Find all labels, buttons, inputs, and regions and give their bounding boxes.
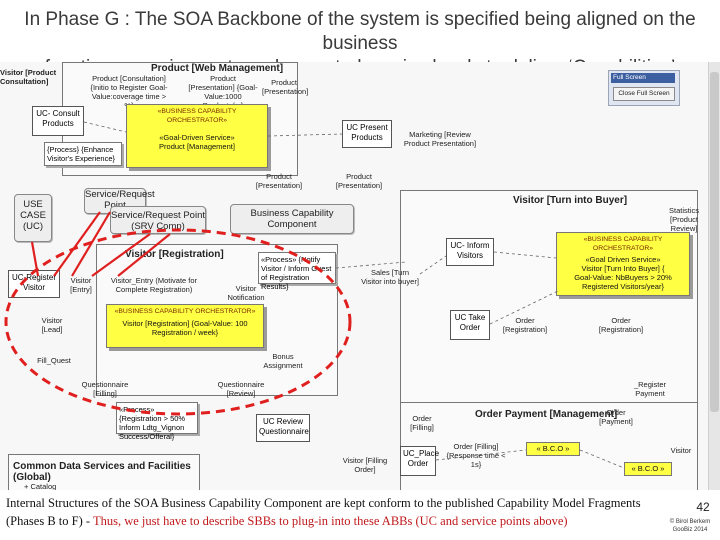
callout-arrows bbox=[30, 211, 171, 277]
catalog-node[interactable]: + Catalog bbox=[24, 482, 57, 490]
note-process-1: {Process} {Enhance Visitor's Experience} bbox=[44, 142, 122, 166]
caption-part-2: Thus, we just have to describe SBBs to p… bbox=[92, 514, 568, 528]
order-payment-node[interactable]: Order [Payment] bbox=[599, 408, 633, 426]
capability-product-management[interactable]: «BUSINESS CAPABILITY ORCHESTRATOR» «Goal… bbox=[126, 104, 268, 168]
package-product-web-title: Product [Web Management] bbox=[151, 63, 284, 74]
caption-part-1: Internal Structures of the SOA Business … bbox=[6, 496, 641, 528]
visitor-notification-node[interactable]: Visitor Notification bbox=[227, 284, 265, 302]
package-visitor-buyer-title: Visitor [Turn into Buyer] bbox=[513, 195, 628, 206]
close-fullscreen-button[interactable]: Close Full Screen bbox=[613, 87, 675, 101]
visitor-entry-node-2[interactable]: Visitor_Entry (Motivate for Complete Reg… bbox=[110, 276, 198, 294]
capability-1-stereotype: «BUSINESS CAPABILITY ORCHESTRATOR» bbox=[157, 108, 237, 124]
marketing-review-node[interactable]: Marketing [Review Product Presentation] bbox=[403, 130, 477, 148]
uc-place-order[interactable]: UC_Place Order bbox=[400, 446, 439, 476]
questionnaire-review-node[interactable]: Questionnaire [Review] bbox=[217, 380, 265, 398]
visitor-consultation-node[interactable]: Visitor [Product Consultation] bbox=[0, 68, 57, 86]
fullscreen-header: Full Screen bbox=[611, 73, 675, 83]
capability-1-line2: Product [Management] bbox=[159, 142, 235, 151]
bco-box-1[interactable]: « B.C.O » bbox=[526, 442, 580, 456]
capability-visitor-buyer[interactable]: «BUSINESS CAPABILITY ORCHESTRATOR» «Goal… bbox=[556, 232, 690, 296]
diagram-overlay bbox=[4, 121, 625, 469]
credit-line-1: © Birol Berkem bbox=[669, 519, 711, 525]
order-filling-response-node[interactable]: Order [Filling] {Response time < 1s} bbox=[446, 442, 506, 469]
product-presentation-node-2[interactable]: Product [Presentation] bbox=[262, 78, 309, 96]
register-payment-node[interactable]: _Register Payment bbox=[633, 380, 667, 398]
page-number: 42 bbox=[696, 500, 710, 514]
capability-visitor-registration[interactable]: «BUSINESS CAPABILITY ORCHESTRATOR» Visit… bbox=[106, 304, 264, 348]
note-process-3: «Process» {Registration > 50% Inform Ldt… bbox=[116, 402, 198, 441]
uc-present-products[interactable]: UC Present Products bbox=[342, 120, 392, 148]
order-filling-node[interactable]: Order [Filling] bbox=[410, 414, 434, 432]
scrollbar-thumb[interactable] bbox=[710, 72, 719, 412]
capability-3-stereotype: «BUSINESS CAPABILITY ORCHESTRATOR» bbox=[114, 308, 256, 315]
caption-area: Internal Structures of the SOA Business … bbox=[0, 490, 720, 540]
visitor-entry-node[interactable]: Visitor [Entry] bbox=[70, 276, 92, 294]
uc-consult-products[interactable]: UC- Consult Products bbox=[32, 106, 84, 136]
credit: © Birol Berkem GooBiz 2014 bbox=[660, 518, 720, 534]
capability-2-line3: Goal-Value: NbBuyers > 20% Registered Vi… bbox=[574, 273, 672, 291]
credit-line-2: GooBiz 2014 bbox=[672, 527, 708, 533]
note-process-2-text: «Process» {Notify Visitor / Inform Guest… bbox=[261, 255, 332, 291]
product-presentation-node-3[interactable]: Product [Presentation] bbox=[255, 172, 303, 190]
capability-2-line2: Visitor [Turn Into Buyer] { bbox=[581, 264, 665, 273]
uc-review-questionnaire[interactable]: UC Review Questionnaire bbox=[256, 414, 310, 442]
capability-3-line1: Visitor [Registration] {Goal-Value: 100 bbox=[122, 319, 248, 328]
questionnaire-filling-node[interactable]: Questionnaire [Filling] bbox=[81, 380, 129, 398]
uc-take-order[interactable]: UC Take Order bbox=[450, 310, 490, 340]
callout-use-case: USE CASE (UC) bbox=[14, 194, 52, 242]
title-line-1: In Phase G : The SOA Backbone of the sys… bbox=[24, 9, 696, 54]
capability-1-line1: «Goal-Driven Service» bbox=[159, 133, 235, 142]
visitor-label: Visitor bbox=[670, 446, 692, 455]
package-order-payment-title: Order Payment [Management] bbox=[475, 409, 618, 420]
highlight-ellipse bbox=[4, 228, 352, 416]
bonus-assignment-node[interactable]: Bonus Assignment bbox=[263, 352, 303, 370]
dependency-lines bbox=[83, 121, 625, 469]
sales-turn-node[interactable]: Sales [Turn Visitor into buyer] bbox=[361, 268, 419, 286]
product-presentation-node-4[interactable]: Product [Presentation] bbox=[335, 172, 383, 190]
visitor-lead-node[interactable]: Visitor [Lead] bbox=[41, 316, 63, 334]
package-visitor-buyer[interactable]: Visitor [Turn into Buyer] bbox=[400, 190, 698, 408]
callout-business-capability-component: Business Capability Component bbox=[230, 204, 354, 234]
capability-2-line1: «Goal Driven Service» bbox=[585, 255, 661, 264]
package-visitor-registration-title: Visitor [Registration] bbox=[125, 249, 224, 260]
bco-box-2[interactable]: « B.C.O » bbox=[624, 462, 672, 476]
order-registration-node[interactable]: Order [Registration] bbox=[502, 316, 548, 334]
note-process-3-text: «Process» {Registration > 50% Inform Ldt… bbox=[119, 405, 186, 441]
slide-title: In Phase G : The SOA Backbone of the sys… bbox=[0, 0, 720, 78]
capability-2-stereotype: «BUSINESS CAPABILITY ORCHESTRATOR» bbox=[583, 236, 663, 252]
note-process-2: «Process» {Notify Visitor / Inform Guest… bbox=[258, 252, 336, 291]
vertical-scrollbar[interactable] bbox=[708, 62, 720, 490]
uc-inform-visitors[interactable]: UC- Inform Visitors bbox=[446, 238, 494, 266]
capability-3-line2: Registration / week} bbox=[151, 328, 219, 337]
order-registration-node-2[interactable]: Order [Registration] bbox=[598, 316, 644, 334]
fill-quest-node[interactable]: Fill_Quest bbox=[37, 356, 71, 365]
package-common-data-title: Common Data Services and Facilities (Glo… bbox=[13, 461, 191, 483]
caption-text: Internal Structures of the SOA Business … bbox=[6, 494, 658, 530]
fullscreen-panel: Full Screen Close Full Screen bbox=[608, 70, 680, 106]
package-common-data[interactable]: Common Data Services and Facilities (Glo… bbox=[8, 454, 200, 490]
visitor-filling-order-node[interactable]: Visitor [Filling Order] bbox=[342, 456, 388, 474]
statistics-note: Statistics [Product Review] bbox=[668, 206, 699, 233]
note-process-1-text: {Process} {Enhance Visitor's Experience} bbox=[47, 145, 115, 163]
